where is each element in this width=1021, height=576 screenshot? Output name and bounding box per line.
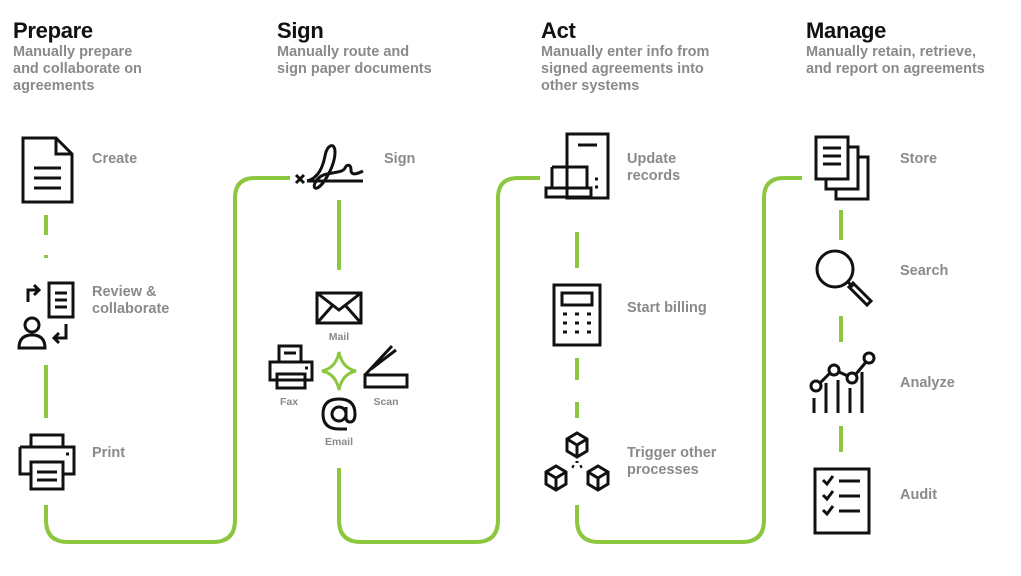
column-title-sign: Sign	[277, 18, 324, 43]
step-label-analyze: Analyze	[900, 375, 955, 391]
column-title-prepare: Prepare	[13, 18, 93, 43]
column-subtitle-act: Manually enter info from signed agreemen…	[541, 44, 710, 94]
cubes-icon	[544, 431, 610, 492]
fax-icon	[268, 344, 314, 390]
signature-icon	[294, 144, 364, 190]
document-icon	[21, 136, 74, 204]
step-label-sign: Sign	[384, 151, 416, 167]
step-label-update-records: Update records	[627, 151, 681, 184]
column-subtitle-manage: Manually retain, retrieve, and report on…	[806, 44, 985, 77]
envelope-icon	[315, 291, 363, 325]
computer-icon	[544, 132, 610, 200]
printer-icon	[18, 433, 76, 491]
checklist-icon	[813, 467, 871, 535]
magnifier-icon	[815, 249, 874, 308]
step-label-review: Review & collaborate	[92, 284, 170, 317]
step-label-audit: Audit	[900, 487, 938, 503]
stacked-documents-icon	[814, 135, 870, 201]
step-label-search: Search	[900, 263, 949, 279]
step-label-trigger: Trigger other processes	[627, 445, 717, 478]
calculator-icon	[552, 283, 602, 347]
chart-icon	[809, 351, 876, 413]
review-collaborate-icon	[17, 281, 75, 350]
at-sign-icon	[321, 397, 357, 431]
step-label-store: Store	[900, 151, 938, 167]
step-label-print: Print	[92, 445, 126, 461]
step-label-create: Create	[92, 151, 138, 167]
channel-label-email: Email	[324, 436, 353, 448]
scanner-icon	[363, 344, 409, 389]
channel-label-fax: Fax	[279, 396, 299, 408]
column-subtitle-sign: Manually route and sign paper documents	[277, 44, 432, 77]
channel-label-mail: Mail	[328, 331, 350, 343]
channel-label-scan: Scan	[373, 396, 399, 408]
column-title-act: Act	[541, 18, 576, 43]
column-title-manage: Manage	[806, 18, 887, 43]
step-label-start-billing: Start billing	[627, 300, 707, 316]
column-subtitle-prepare: Manually prepare and collaborate on agre…	[13, 44, 142, 94]
